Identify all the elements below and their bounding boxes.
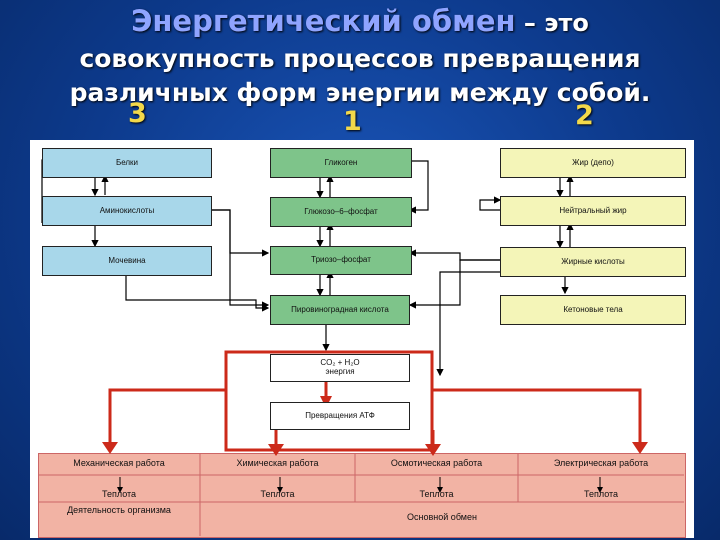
cell-basal-metabolism: Основной обмен (407, 512, 477, 522)
box-amino-acids: Аминокислоты (42, 196, 212, 226)
title-line-1: Энергетический обмен – это (0, 4, 720, 38)
box-co2-water-energy: CO₂ + H₂O энергия (270, 354, 410, 382)
title-term: Энергетический обмен (131, 4, 516, 38)
box-fatty-acids: Жирные кислоты (500, 247, 686, 277)
title-line-2: совокупность процессов превращения (79, 44, 641, 73)
box-proteins: Белки (42, 148, 212, 178)
cell-mechanical-work: Механическая работа (73, 458, 165, 468)
box-fat-depot: Жир (депо) (500, 148, 686, 178)
cell-electrical-work: Электрическая работа (553, 458, 649, 468)
box-atp-conversion: Превращения АТФ (270, 402, 410, 430)
box-glucose-6-phosphate: Глюкозо–6–фосфат (270, 197, 412, 227)
work-zone (38, 453, 686, 538)
box-ketone-bodies: Кетоновые тела (500, 295, 686, 325)
title-line-3: различных форм энергии между собой. (69, 78, 651, 107)
number-right: 2 (575, 100, 594, 131)
cell-chemical-work: Химическая работа (236, 458, 319, 468)
title-dash: – это (515, 9, 589, 37)
box-urea: Мочевина (42, 246, 212, 276)
cell-osmotic-work: Осмотическая работа (390, 458, 483, 468)
number-center: 1 (343, 106, 362, 137)
cell-heat-2: Теплота (260, 489, 295, 499)
box-glycogen: Гликоген (270, 148, 412, 178)
cell-heat-4: Теплота (583, 489, 619, 499)
cell-heat-3: Теплота (419, 489, 454, 499)
diagram-connectors (38, 159, 684, 536)
cell-organism-activity: Деятельность организма (67, 505, 171, 515)
diagram-panel: Белки Аминокислоты Мочевина Гликоген Глю… (30, 140, 694, 538)
box-triose-phosphate: Триозо–фосфат (270, 246, 412, 275)
number-left: 3 (128, 98, 147, 129)
box-pyruvic-acid: Пировиноградная кислота (270, 295, 410, 325)
box-neutral-fat: Нейтральный жир (500, 196, 686, 226)
cell-heat-1: Теплота (101, 489, 137, 499)
